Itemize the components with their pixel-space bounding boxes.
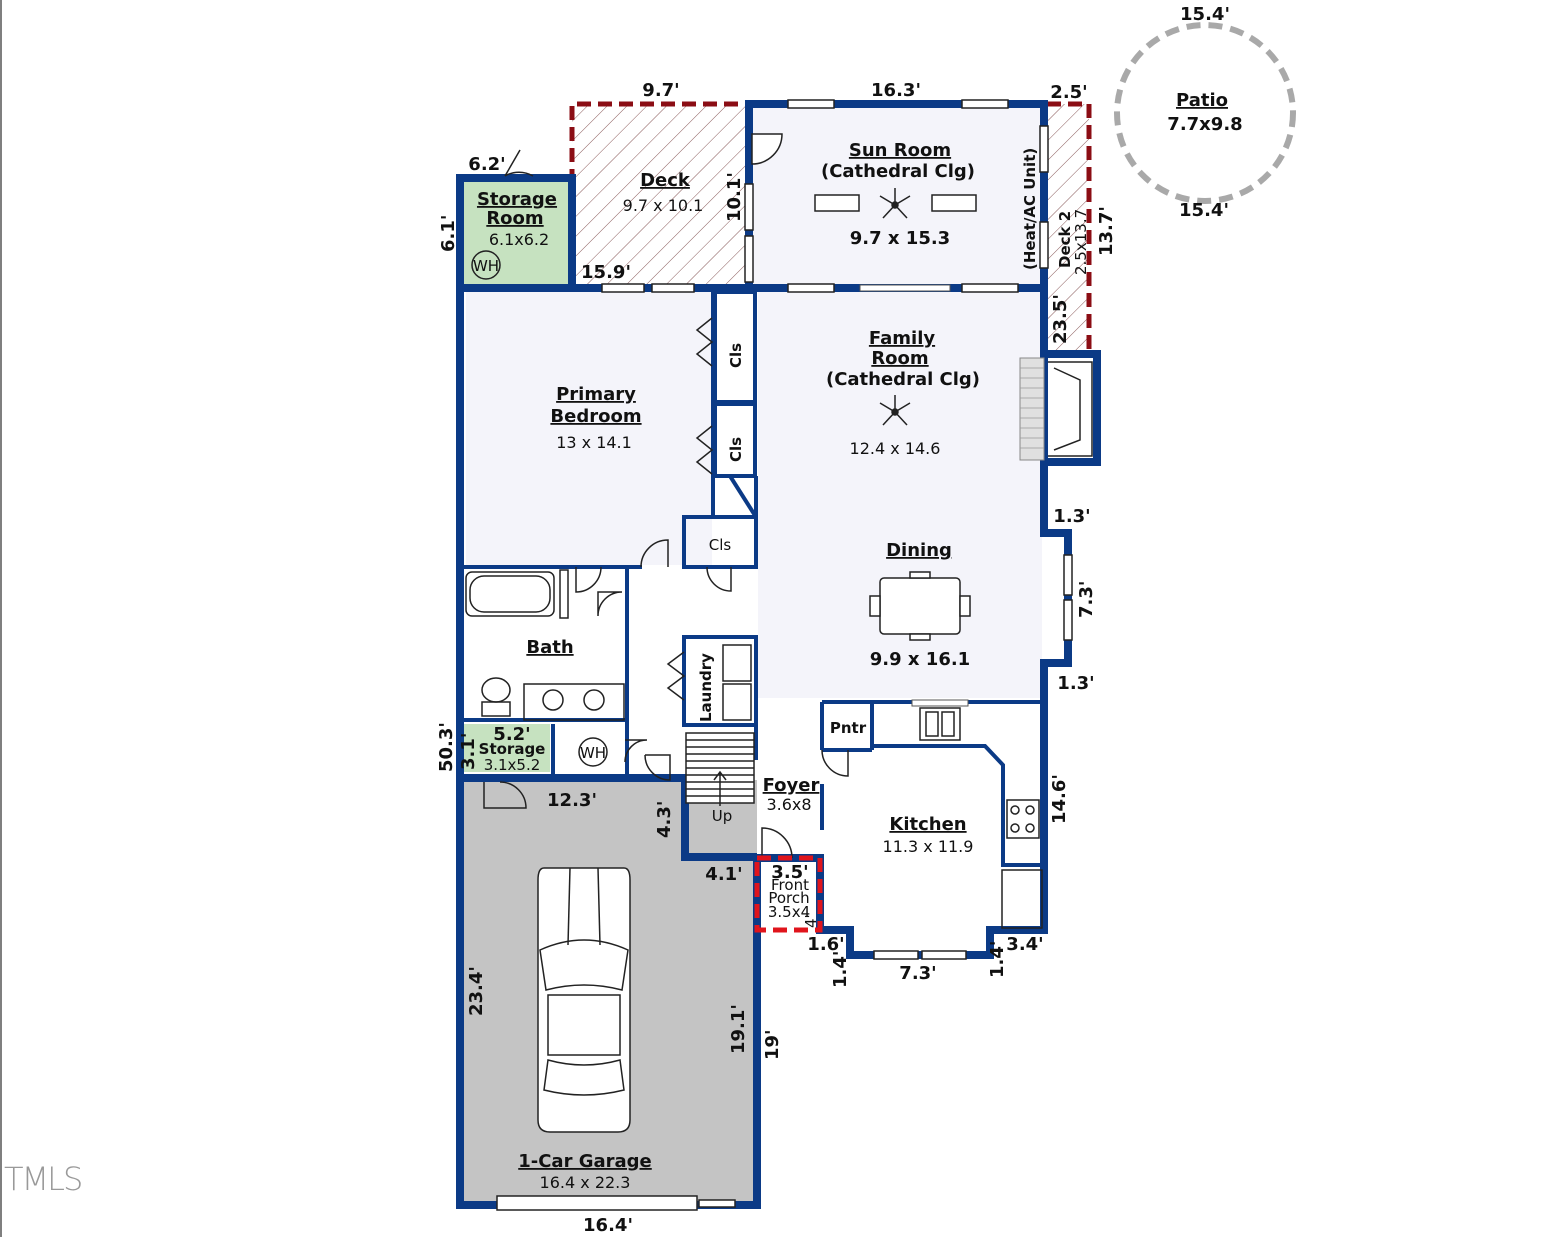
pantry-title: Pntr (830, 719, 867, 737)
dim-garage-inner-right: 19.1' (728, 1004, 749, 1054)
dining-table-icon (869, 571, 971, 641)
storage-small-title: Storage (479, 740, 546, 758)
deck2-title: Deck 2 (1056, 211, 1074, 268)
closet-label-2: Cls (727, 437, 745, 462)
primary-bedroom-size: 13 x 14.1 (556, 433, 632, 452)
dim-storage-small-side: 3.1' (458, 733, 479, 770)
deck2-area (1047, 104, 1089, 354)
dim-kitchen-bottom: 7.3' (899, 963, 936, 984)
water-heater-label: WH (473, 257, 499, 275)
storage-small-size: 3.1x5.2 (484, 756, 541, 774)
front-porch-size: 3.5x4 (768, 903, 810, 921)
dim-deck2-left: 23.5' (1050, 294, 1071, 344)
deck-area (572, 104, 749, 288)
laundry-title: Laundry (697, 653, 715, 722)
dim-right-jog-bottom: 1.3' (1057, 673, 1094, 694)
deck2-size: 2.5x13.7 (1072, 209, 1090, 275)
front-porch-title-1: Front (771, 876, 809, 894)
dining-size: 9.9 x 16.1 (870, 649, 970, 670)
garage-size: 16.4 x 22.3 (540, 1173, 631, 1192)
dim-foyer-jog: 4.1' (705, 864, 742, 885)
storage-room-label-2: Room (486, 208, 543, 229)
closet-label-3: Cls (709, 536, 732, 554)
dim-deck-side: 10.1' (724, 172, 745, 222)
car-icon (537, 867, 631, 1133)
storage-room-label-1: Storage (477, 189, 557, 210)
dim-garage-wall-step: 4.3' (654, 801, 675, 838)
dim-patio-bottom: 15.4' (1179, 200, 1229, 221)
family-room-title-2: Room (871, 348, 928, 369)
mls-watermark: TMLS (4, 1160, 83, 1198)
sun-room-title: Sun Room (849, 140, 951, 161)
family-room-size: 12.4 x 14.6 (850, 439, 941, 458)
dim-garage-right: 19' (762, 1029, 783, 1060)
dim-garage-inner-top: 12.3' (547, 790, 597, 811)
dining-title: Dining (886, 540, 952, 561)
deck-size: 9.7 x 10.1 (623, 196, 704, 215)
dim-left-total: 50.3' (436, 722, 457, 772)
kitchen-title: Kitchen (889, 814, 966, 835)
patio-size: 7.7x9.8 (1167, 114, 1242, 135)
family-room-title-1: Family (869, 328, 935, 349)
dim-porch-left-step: 1.6' (807, 934, 844, 955)
dim-garage-bottom: 16.4' (583, 1215, 633, 1236)
dim-porch-side: 4' (802, 914, 820, 928)
dim-storage-left: 6.1' (438, 215, 459, 252)
dim-right-jog-top: 1.3' (1053, 506, 1090, 527)
stairs-label: Up (712, 807, 733, 825)
ceiling-fan-icon (814, 188, 977, 219)
dim-deck2-right: 13.7' (1096, 206, 1117, 256)
primary-bedroom-title-1: Primary (556, 384, 636, 405)
kitchen-size: 11.3 x 11.9 (883, 837, 974, 856)
patio-outline (1114, 22, 1296, 204)
dim-storage-top: 6.2' (468, 154, 505, 175)
foyer-title: Foyer (763, 775, 820, 796)
closet-label-1: Cls (727, 343, 745, 368)
patio-title: Patio (1176, 90, 1228, 111)
primary-bedroom-title-2: Bedroom (550, 406, 641, 427)
storage-room-size: 6.1x6.2 (489, 230, 549, 249)
deck-title: Deck (640, 170, 691, 191)
family-room-subtitle: (Cathedral Clg) (826, 369, 980, 390)
dim-kitchen-step-left: 1.4' (830, 951, 851, 988)
storage-small-fill (462, 724, 550, 772)
dim-kitchen-corner-right: 3.4' (1006, 934, 1043, 955)
dim-deck2-top: 2.5' (1050, 82, 1087, 103)
foyer-size: 3.6x8 (766, 795, 811, 814)
dim-garage-left: 23.4' (466, 966, 487, 1016)
heat-ac-label: (Heat/AC Unit) (1021, 148, 1039, 270)
dim-storage-small-top: 5.2' (493, 724, 530, 745)
water-heater-label-2: WH (580, 744, 606, 762)
dim-deck-bottom: 15.9' (581, 262, 631, 283)
sun-room-size: 9.7 x 15.3 (850, 228, 950, 249)
sun-room-subtitle: (Cathedral Clg) (821, 161, 975, 182)
dim-sun-top: 16.3' (871, 80, 921, 101)
garage-title: 1-Car Garage (518, 1151, 652, 1172)
bath-title: Bath (526, 637, 573, 658)
dim-patio-top: 15.4' (1180, 4, 1230, 25)
ceiling-fan-icon-2 (879, 395, 911, 426)
dim-kitchen-step-right: 1.4' (987, 941, 1008, 978)
storage-room-fill (462, 180, 570, 284)
front-porch-title-2: Porch (768, 889, 809, 907)
dim-dining-bay: 7.3' (1076, 581, 1097, 618)
dim-porch-top: 3.5' (771, 862, 808, 883)
front-porch-outline (754, 855, 823, 933)
dim-deck-top: 9.7' (642, 80, 679, 101)
dim-kitchen-right: 14.6' (1049, 774, 1070, 824)
